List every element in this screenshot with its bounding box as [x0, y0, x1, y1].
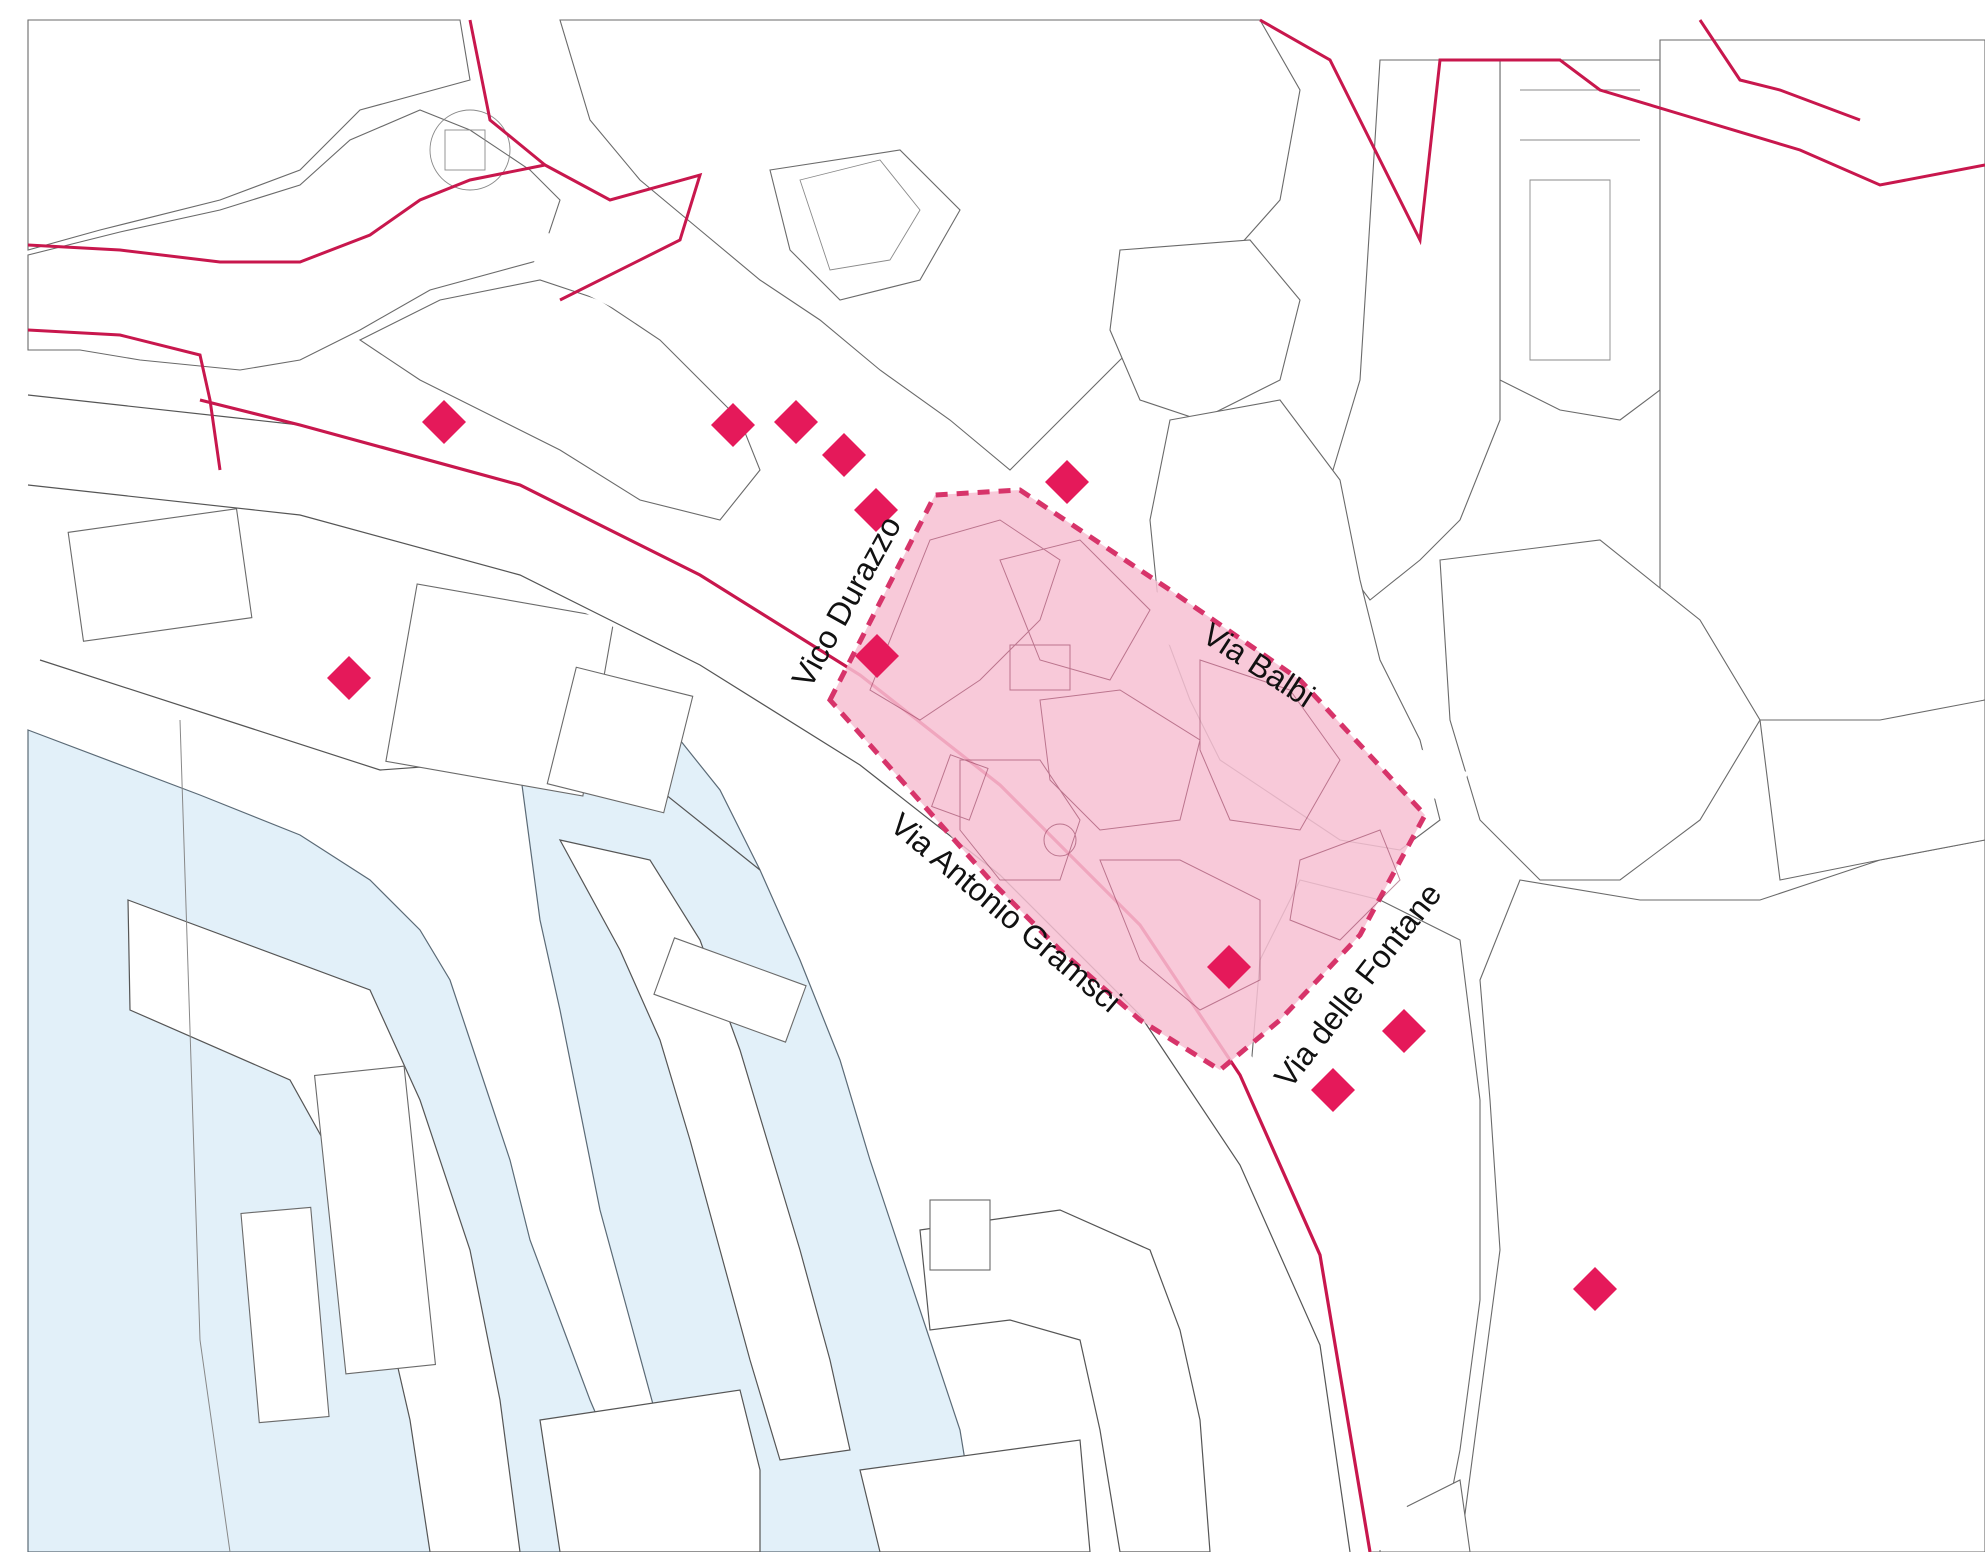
marker-4[interactable]: [822, 433, 866, 477]
marker-2[interactable]: [711, 403, 755, 447]
urban-blocks-north: [559, 19, 1985, 761]
highlighted-district-blocks: [869, 519, 1401, 1011]
quay-line-2: [179, 719, 231, 1552]
highlighted-district: [826, 487, 1429, 1074]
marker-11[interactable]: [1311, 1068, 1355, 1112]
pier-3: [919, 1209, 1211, 1552]
markers: [327, 400, 1617, 1311]
marker-5[interactable]: [854, 488, 898, 532]
port-buildings: [67, 508, 991, 1424]
marker-3[interactable]: [774, 400, 818, 444]
urban-blocks-northwest: [27, 19, 761, 521]
marker-8[interactable]: [327, 656, 371, 700]
marker-10[interactable]: [1382, 1009, 1426, 1053]
pier-1: [127, 899, 521, 1552]
via-gramsci-edge-2: [27, 484, 1351, 1552]
marker-6[interactable]: [1045, 460, 1089, 504]
marker-1[interactable]: [422, 400, 466, 444]
pier-4: [539, 1389, 761, 1552]
marker-9[interactable]: [1207, 945, 1251, 989]
marker-7[interactable]: [855, 634, 899, 678]
marker-12[interactable]: [1573, 1267, 1617, 1311]
pier-5: [859, 1439, 1091, 1552]
